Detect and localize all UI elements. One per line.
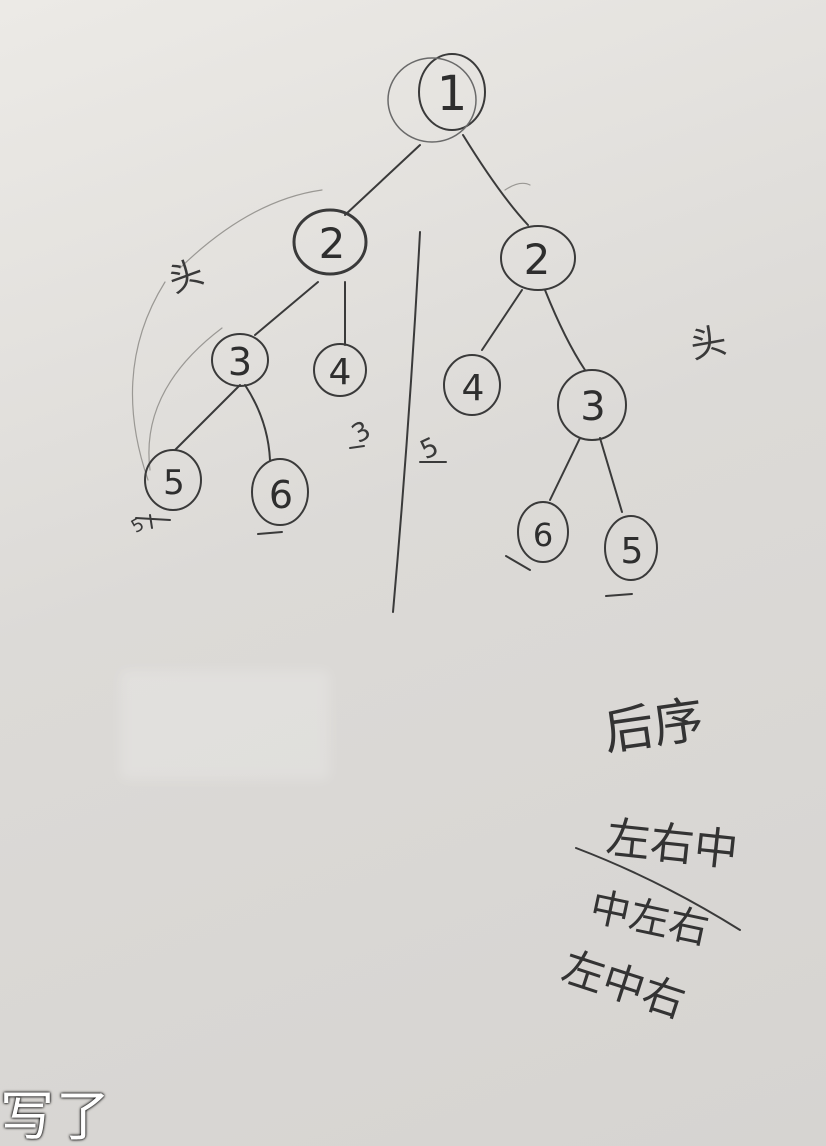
notes-line-2: 中左右 (586, 884, 713, 954)
tick-left-5 (135, 514, 171, 529)
node-right-5-label: 5 (621, 531, 644, 572)
right-side-label: 头 (687, 320, 730, 367)
tick-right-5 (605, 593, 633, 597)
edge-right2-4 (481, 289, 523, 351)
left-tick-label-3: 3 (347, 415, 376, 449)
swap-arc-top (179, 189, 323, 269)
notes-line-3: 左中右 (556, 942, 691, 1028)
notes-heading: 后序 (600, 690, 707, 761)
node-1-circle (418, 53, 486, 131)
left-tick-label-5: 5 (128, 514, 148, 538)
right-tick-label-5: 5 (416, 432, 444, 466)
tick-right-6 (505, 555, 531, 571)
edge-right3-5 (599, 437, 623, 513)
edge-right3-6 (549, 437, 581, 501)
node-right-4-circle (443, 354, 501, 416)
edge-3-6 (244, 384, 271, 461)
node-right-6-label: 6 (533, 516, 553, 554)
node-right-3-circle (557, 369, 627, 441)
node-right-3-label: 3 (580, 384, 605, 430)
node-right-4-label: 4 (462, 368, 485, 409)
notes-divider (575, 847, 741, 931)
node-1-label: 1 (437, 66, 468, 122)
node-1-circle-retrace (387, 57, 477, 143)
divider-line (392, 231, 421, 613)
node-left-5-label: 5 (163, 463, 185, 503)
node-left-2-circle (292, 208, 368, 276)
node-right-2-circle (500, 225, 576, 291)
swap-arc-right (504, 182, 531, 191)
edge-3-5 (174, 384, 241, 451)
node-left-3-circle (211, 333, 269, 387)
node-left-4-label: 4 (329, 352, 352, 393)
node-left-2-label: 2 (319, 219, 346, 268)
node-left-3-label: 3 (228, 340, 252, 384)
edge-right2-3 (544, 289, 586, 371)
swap-arc-left-outer (131, 281, 166, 481)
node-right-5-circle (604, 515, 658, 581)
node-left-6-label: 6 (269, 473, 293, 517)
left-side-label: 头 (163, 252, 209, 301)
tick-left-4-mark (349, 445, 365, 449)
node-left-4-circle (313, 343, 367, 397)
node-right-2-label: 2 (524, 235, 551, 284)
node-left-6-circle (251, 458, 309, 526)
tick-left-6 (257, 531, 283, 535)
edge-1-2 (344, 144, 421, 216)
node-left-5-circle (144, 449, 202, 511)
node-right-6-circle (517, 501, 569, 563)
video-caption: 写了 (0, 1088, 112, 1146)
swap-arc-left-inner (148, 327, 223, 471)
eraser-smudge (120, 670, 330, 780)
edge-2-3 (254, 281, 319, 336)
edge-1-right2 (462, 134, 529, 226)
